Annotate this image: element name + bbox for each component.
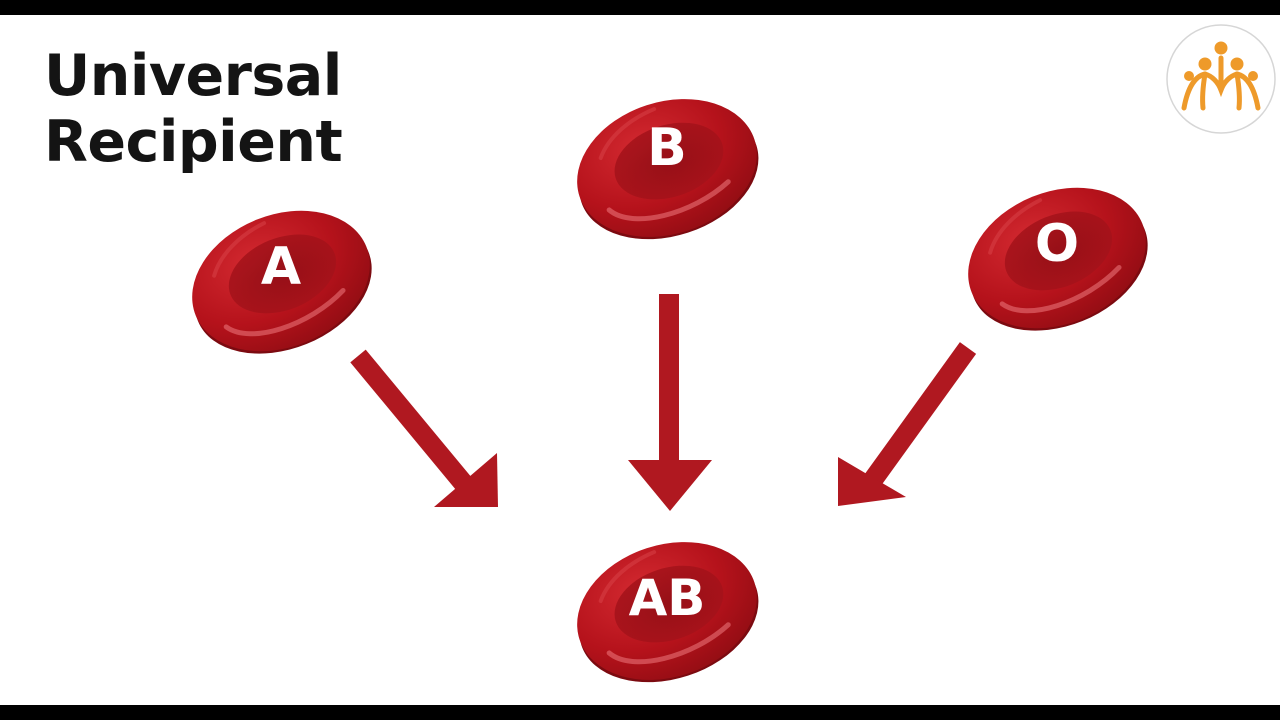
blood-cell-ab: AB [559,520,775,704]
blood-type-diagram: B A O AB [0,15,1280,705]
slide-canvas: Universal Recipient [0,15,1280,705]
blood-cell-a: A [171,185,392,378]
arrow-o-to-ab [838,342,977,506]
title-line-2: Recipient [44,109,343,175]
blood-cell-o: O [947,162,1168,355]
arrow-a-to-ab [350,349,498,507]
arrow-b-to-ab [628,294,712,511]
cell-label-a: A [261,237,301,297]
cell-label-o: O [1035,214,1079,274]
cell-label-b: B [647,118,687,178]
title-line-1: Universal [44,43,342,109]
page-title: Universal Recipient [44,43,343,175]
cell-label-ab: AB [629,569,706,627]
blood-cell-b: B [559,77,775,261]
people-tree-logo-icon [1166,24,1276,134]
